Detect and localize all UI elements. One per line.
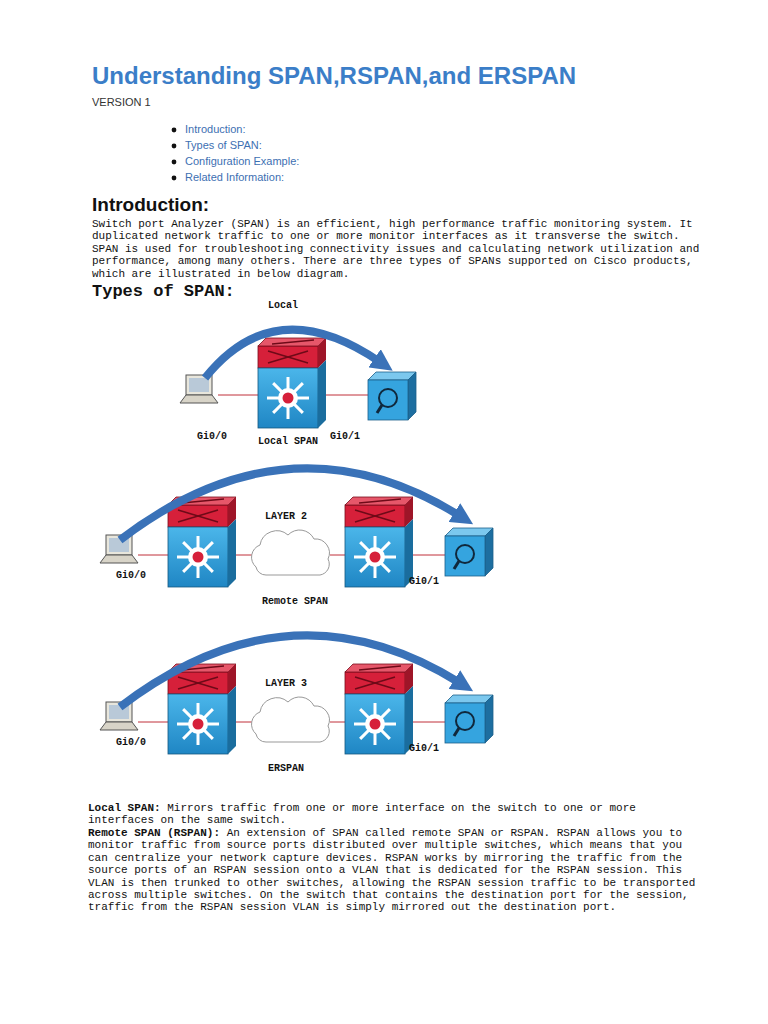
section-heading: Introduction: (92, 194, 209, 216)
page-title: Understanding SPAN,RSPAN,and ERSPAN (92, 62, 576, 90)
switch-icon (345, 497, 413, 587)
switch-icon (168, 664, 236, 754)
diagram-caption: Remote SPAN (262, 596, 328, 607)
bullet-dot (172, 144, 177, 149)
diagram-label: LAYER 3 (265, 678, 307, 689)
bullet-dot (172, 160, 177, 165)
laptop-icon (180, 375, 218, 403)
bullet-dot (172, 176, 177, 181)
term-label: Remote SPAN (RSPAN): (88, 827, 220, 839)
switch-icon (345, 664, 413, 754)
mirror-arrow (120, 468, 460, 540)
analyzer-icon (368, 372, 416, 420)
definition-text: Mirrors traffic from one or more interfa… (88, 802, 636, 826)
switch-icon (258, 338, 326, 428)
toc-link: Introduction: (185, 123, 246, 135)
definition-paragraph: Remote SPAN (RSPAN): An extension of SPA… (88, 827, 706, 914)
analyzer-icon (445, 695, 493, 743)
diagram-caption: Local SPAN (258, 436, 318, 447)
port-label: Gi0/1 (409, 743, 439, 754)
diagram-label: Local (268, 300, 298, 311)
port-label: Gi0/0 (116, 570, 146, 581)
definition-paragraph: Local SPAN: Mirrors traffic from one or … (88, 802, 706, 827)
section-heading: Types of SPAN: (92, 282, 235, 301)
analyzer-icon (445, 528, 493, 576)
network-cloud (252, 530, 330, 575)
link-line (138, 722, 168, 723)
bullet-dot (172, 128, 177, 133)
port-label: Gi0/1 (330, 431, 360, 442)
toc-link: Related Information: (185, 171, 284, 183)
laptop-icon (100, 702, 138, 730)
network-cloud (252, 697, 330, 742)
link-line (326, 395, 368, 396)
diagram-label: LAYER 2 (265, 511, 307, 522)
mirror-arrow (120, 635, 460, 707)
diagram-caption: ERSPAN (268, 763, 304, 774)
link-line (330, 555, 345, 556)
laptop-icon (100, 535, 138, 563)
toc-link: Types of SPAN: (185, 139, 262, 151)
link-line (138, 555, 168, 556)
toc-link: Configuration Example: (185, 155, 299, 167)
version-label: VERSION 1 (92, 96, 151, 108)
body-paragraph: Switch port Analyzer (SPAN) is an effici… (92, 218, 704, 280)
link-line (330, 722, 345, 723)
mirror-arrow (205, 330, 380, 378)
link-line (413, 555, 445, 556)
port-label: Gi0/0 (116, 737, 146, 748)
port-label: Gi0/1 (409, 576, 439, 587)
link-line (413, 722, 445, 723)
term-label: Local SPAN: (88, 802, 161, 814)
link-line (218, 395, 258, 396)
switch-icon (168, 497, 236, 587)
definition-text: An extension of SPAN called remote SPAN … (88, 827, 695, 913)
port-label: Gi0/0 (197, 431, 227, 442)
